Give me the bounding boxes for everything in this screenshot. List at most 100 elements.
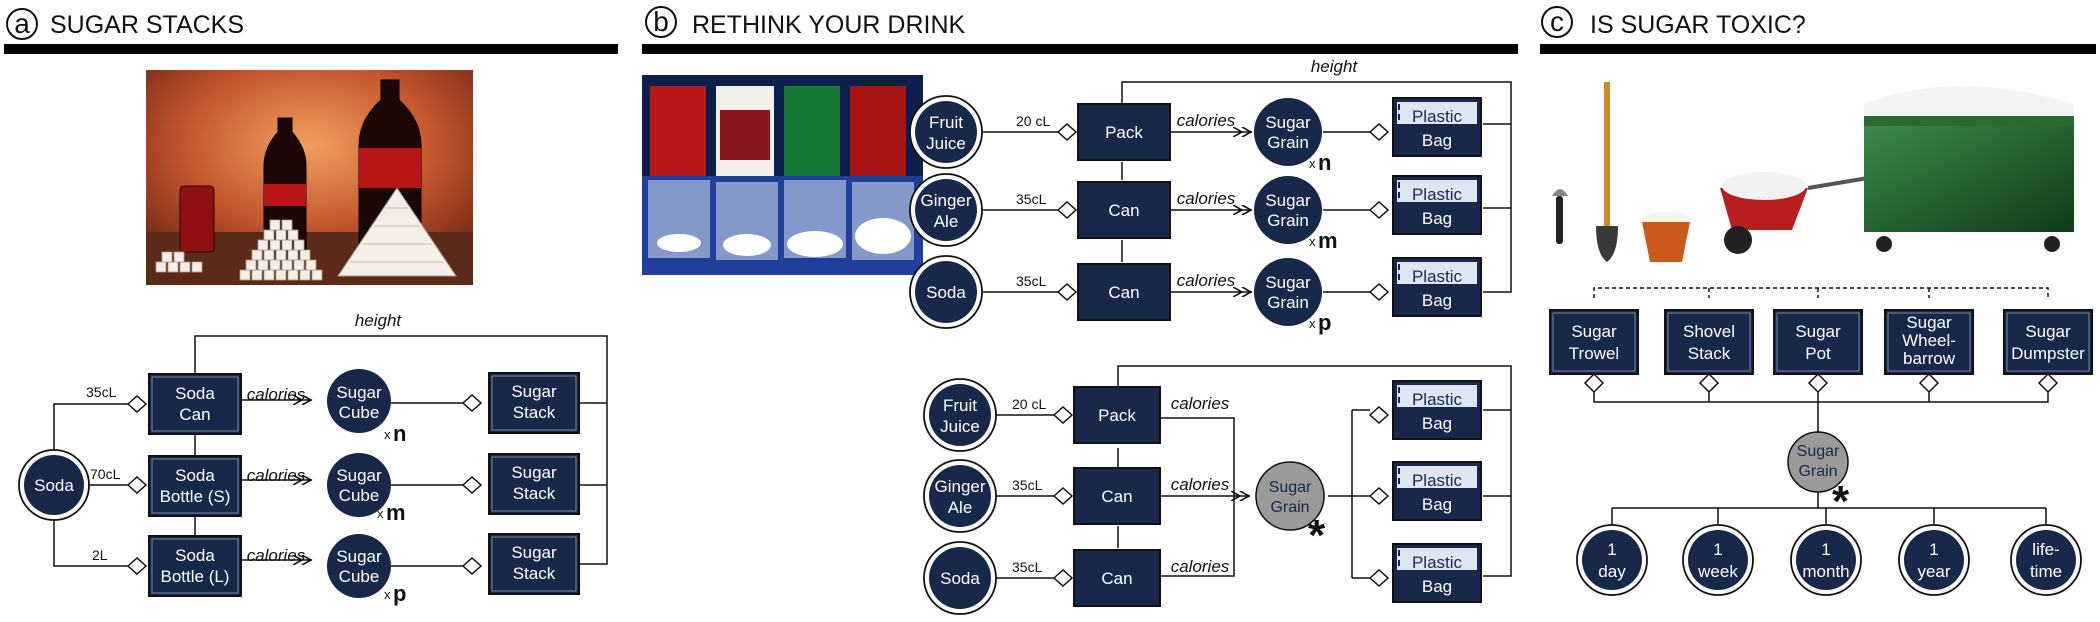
soda-bottle-large-box [148, 535, 242, 597]
plastic-bag-light-band [1397, 548, 1477, 570]
panel-c-duration-1-line-1: 1 [1607, 540, 1616, 559]
panel-a-letter: a [14, 8, 30, 39]
panel-c-header: c IS SUGAR TOXIC? [1540, 6, 2096, 54]
panel-a-row-1: 35cL Soda Can calories Sugar Cube x n Su… [86, 369, 580, 446]
sugar-container-box [1884, 309, 1974, 375]
panel-b-top-row-1-drink-line-1: Fruit [929, 113, 963, 132]
panel-a-row-3-result-line-1: Sugar [511, 543, 557, 562]
plastic-bag-light-band [1397, 180, 1477, 202]
panel-a-header: a SUGAR STACKS [4, 8, 618, 54]
panel-b-bottom-row-3-calories: calories [1171, 557, 1230, 576]
aggregation-diamond [461, 393, 483, 413]
aggregation-diamond [1368, 282, 1390, 302]
aggregation-diamond [1918, 372, 1940, 394]
sugar-container-box [1549, 309, 1639, 375]
drink-node [915, 179, 977, 241]
panel-c-container-4-line-2: Wheel- [1902, 331, 1956, 350]
panel-a-row-2-container-line-1: Soda [175, 466, 215, 485]
panel-a-root-node: Soda [18, 449, 90, 521]
aggregation-diamond [1052, 568, 1074, 588]
panel-b-bottom-row-1-drink-line-1: Fruit [943, 396, 977, 415]
rethink-drink-photo [642, 75, 923, 275]
panel-c-duration-5: life-time [2010, 524, 2082, 596]
panel-b-top-row-3-mult: p [1318, 310, 1331, 335]
panel-c-container-5-line-2: Dumpster [2011, 344, 2085, 363]
panel-a-root-label: Soda [34, 476, 74, 495]
panel-b-top-row-1-volume: 20 cL [1016, 113, 1050, 129]
panel-c-title: IS SUGAR TOXIC? [1590, 11, 1806, 39]
panel-b-bottom-row-1-container: Pack [1098, 406, 1136, 425]
panel-b-top-row-2-unit-line-2: Grain [1267, 211, 1309, 230]
panel-b-bottom-row-1-result-line-2: Bag [1422, 414, 1452, 433]
drink-node [915, 101, 977, 163]
panel-a-row-2-unit-line-2: Cube [339, 486, 380, 505]
aggregation-diamond [1698, 372, 1720, 394]
aggregation-diamond [1807, 372, 1829, 394]
panel-a-row-2-x: x [377, 506, 384, 521]
plastic-bag-light-band [1397, 102, 1477, 124]
panel-c-container-5-line-1: Sugar [2025, 322, 2071, 341]
sugar-containers-photo [1552, 82, 2074, 262]
panel-b-asterisk: * [1308, 511, 1326, 560]
panel-b-header: b RETHINK YOUR DRINK [642, 6, 1518, 54]
panel-c-duration-2-line-2: week [1697, 562, 1738, 581]
aggregation-diamond [1056, 282, 1078, 302]
panel-b-top-row-1-drink-line-2: Juice [926, 134, 966, 153]
aggregation-diamond [1056, 200, 1078, 220]
sugar-container-inner-border [1667, 312, 1751, 372]
panel-a-row-2-result-line-1: Sugar [511, 463, 557, 482]
aggregation-diamond [126, 556, 148, 576]
panel-b-top-row-3-drink-line-1: Soda [926, 283, 966, 302]
panel-a-row-1-container-line-2: Can [179, 405, 210, 424]
panel-b-bottom-row-2-drink-line-2: Ale [948, 498, 973, 517]
sugar-container-inner-border [1552, 312, 1636, 372]
plastic-bag-light-band [1397, 466, 1477, 488]
panel-b-height-label: height [1311, 57, 1359, 76]
panel-a-row-3-unit-line-2: Cube [339, 567, 380, 586]
panel-b-bottom-row-1-result-line-1: Plastic [1412, 390, 1463, 409]
panel-b-top-row-2-calories: calories [1177, 189, 1236, 208]
panel-a-row-2-container-line-2: Bottle (S) [160, 487, 231, 506]
aggregation-diamond [1368, 405, 1390, 425]
panel-c-letter-circle [1541, 6, 1573, 38]
pot-image [1640, 212, 1692, 262]
sugar-cube-node [327, 534, 391, 598]
panel-c-container-2-line-2: Stack [1688, 344, 1731, 363]
panel-b-top-row-3-container: Can [1108, 283, 1139, 302]
panel-b-top-row-2-unit-line-1: Sugar [1265, 191, 1311, 210]
panel-a-row-3-mult: p [393, 581, 406, 606]
sugar-stack-box [488, 453, 580, 515]
aggregation-diamond [1052, 486, 1074, 506]
panel-c-container-3-line-2: Pot [1805, 344, 1831, 363]
dumpster-image [1864, 86, 2074, 252]
sugar-pyramid-image [337, 187, 457, 277]
panel-b-top-row-3-unit-line-2: Grain [1267, 293, 1309, 312]
panel-c-sugar-grain: Sugar Grain * [1787, 431, 1850, 526]
aggregation-diamond [1368, 568, 1390, 588]
panel-c-unit-line-1: Sugar [1797, 443, 1840, 460]
panel-a-row-3-calories: calories [247, 546, 306, 565]
plastic-bag-light-band [1397, 262, 1477, 284]
panel-b-bottom-row-2-result-line-2: Bag [1422, 495, 1452, 514]
panel-b-top-row-3-result-line-2: Bag [1422, 291, 1452, 310]
duration-node [1904, 530, 1964, 590]
panel-a-row-1-unit-line-2: Cube [339, 403, 380, 422]
panel-b-top-row-1-calories: calories [1177, 111, 1236, 130]
panel-b-top-row-1-unit-line-2: Grain [1267, 133, 1309, 152]
duration-node [1796, 530, 1856, 590]
panel-b-top-row-1-unit-line-1: Sugar [1265, 113, 1311, 132]
panel-c-title-bar [1540, 44, 2096, 54]
soda-bottle-small-box [148, 455, 242, 517]
drink-node [929, 465, 991, 527]
panel-b-bottom-row-3-container: Can [1101, 569, 1132, 588]
sugar-grain-node [1254, 98, 1322, 166]
panel-b-bottom-row-2-calories: calories [1171, 475, 1230, 494]
